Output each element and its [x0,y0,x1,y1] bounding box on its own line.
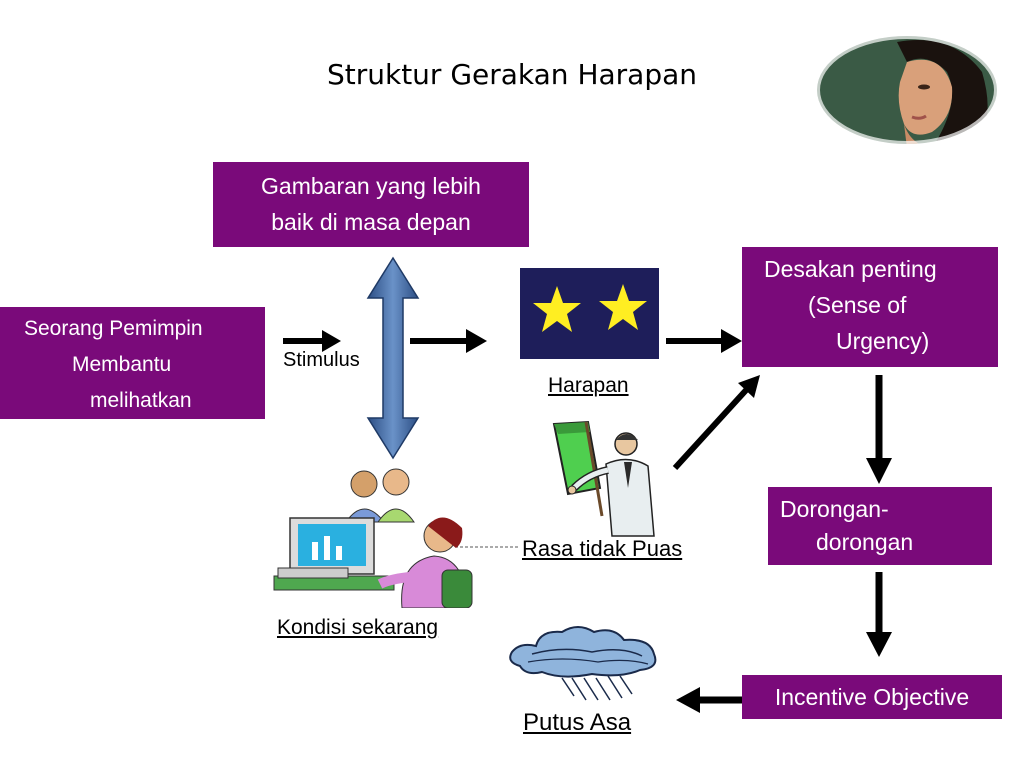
putus-asa-label: Putus Asa [523,709,632,736]
leader-line3: melihatkan [90,389,192,412]
arrow-leader-stimulus [283,330,341,352]
leader-line1: Seorang Pemimpin [24,317,203,340]
arrow-incentive-putus-asa [676,687,742,713]
teacher-presenting-icon [552,420,655,537]
urgency-line2: (Sense of [808,292,907,318]
urgency-box: Desakan penting (Sense of Urgency) [742,247,998,367]
page-title: Struktur Gerakan Harapan [326,58,698,91]
arrow-to-harapan [410,329,487,353]
rain-cloud-icon [509,626,657,701]
future-vision-line2: baik di masa depan [271,209,471,235]
incentive-box: Incentive Objective [742,675,1002,719]
harapan-label: Harapan [548,374,629,397]
urgency-line1: Desakan penting [764,256,937,282]
rasa-tidak-puas-label: Rasa tidak Puas [522,536,683,561]
arrow-dissatisfaction-urgency [672,375,760,471]
drives-line2: dorongan [816,529,914,555]
drives-box: Dorongan- dorongan [768,487,992,565]
future-vision-line1: Gambaran yang lebih [261,173,481,199]
urgency-line3: Urgency) [836,328,930,354]
stimulus-label: Stimulus [283,349,360,371]
leader-box: Seorang Pemimpin Membantu melihatkan [0,307,265,419]
leader-line2: Membantu [72,353,172,376]
arrow-drives-incentive [866,572,892,657]
arrow-harapan-urgency [666,329,742,353]
future-vision-box: Gambaran yang lebih baik di masa depan [213,162,529,247]
double-arrow [366,256,420,460]
stars-icon [520,268,659,359]
woman-portrait-photo [814,33,1000,147]
office-workers-icon [273,468,473,608]
kondisi-sekarang-label: Kondisi sekarang [277,616,439,639]
incentive-line1: Incentive Objective [774,684,970,710]
drives-line1: Dorongan- [780,496,889,522]
arrow-urgency-drives [866,375,892,484]
